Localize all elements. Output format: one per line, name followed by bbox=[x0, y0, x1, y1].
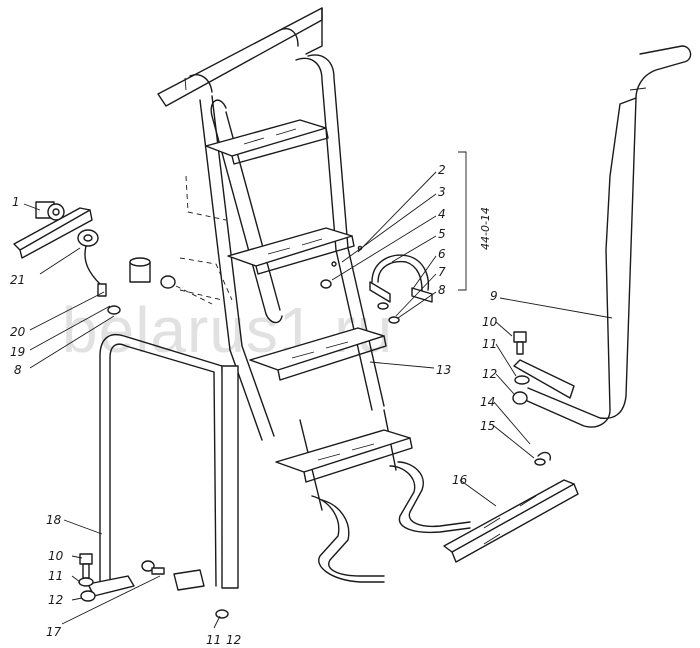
ladder-hardware bbox=[320, 245, 400, 324]
doc-ref-group: 44-0-14 bbox=[458, 151, 492, 291]
ladder-frame bbox=[189, 28, 397, 511]
callout-20: 20 bbox=[10, 325, 26, 339]
callout-11-left: 11 bbox=[48, 569, 63, 583]
callout-12-bottom: 12 bbox=[226, 633, 241, 647]
callout-10-left: 10 bbox=[48, 549, 64, 563]
callout-12-right: 12 bbox=[482, 367, 497, 381]
callout-7: 7 bbox=[438, 265, 446, 279]
mounting-bracket bbox=[157, 7, 323, 107]
bushing bbox=[107, 257, 176, 315]
callout-11-right: 11 bbox=[482, 337, 497, 351]
clamp bbox=[369, 254, 433, 303]
callout-8-right: 8 bbox=[438, 283, 446, 297]
callout-21: 21 bbox=[10, 273, 25, 287]
callout-9: 9 bbox=[490, 289, 498, 303]
right-fasteners bbox=[512, 331, 552, 466]
step-2 bbox=[227, 227, 355, 275]
hidden-line-bushing bbox=[175, 285, 213, 305]
ground-strap bbox=[77, 229, 107, 297]
ladder-steps bbox=[205, 119, 413, 483]
step-3 bbox=[249, 327, 387, 381]
step-1 bbox=[205, 119, 329, 165]
callouts: 1 2 3 4 5 6 7 8 13 9 10 11 12 14 15 16 2… bbox=[10, 163, 498, 647]
doc-ref: 44-0-14 bbox=[479, 207, 492, 250]
lamp-bracket bbox=[13, 201, 93, 259]
callout-10-right: 10 bbox=[482, 315, 498, 329]
callout-4: 4 bbox=[438, 207, 446, 221]
leader-lines bbox=[23, 171, 613, 629]
step-4 bbox=[275, 429, 413, 483]
left-handrail bbox=[87, 333, 239, 597]
callout-1: 1 bbox=[12, 195, 20, 209]
callout-15: 15 bbox=[480, 419, 495, 433]
callout-13: 13 bbox=[436, 363, 451, 377]
callout-8-left: 8 bbox=[14, 363, 22, 377]
callout-5: 5 bbox=[438, 227, 446, 241]
callout-6: 6 bbox=[438, 247, 446, 261]
callout-11-bottom: 11 bbox=[206, 633, 221, 647]
lower-step-tubes bbox=[311, 461, 471, 583]
callout-17: 17 bbox=[46, 625, 62, 639]
callout-2: 2 bbox=[438, 163, 446, 177]
left-fasteners bbox=[78, 553, 229, 619]
hidden-lines bbox=[179, 175, 233, 301]
callout-12-left: 12 bbox=[48, 593, 63, 607]
callout-16: 16 bbox=[452, 473, 468, 487]
callout-3: 3 bbox=[438, 185, 446, 199]
mounting-plate bbox=[443, 479, 579, 563]
callout-14: 14 bbox=[480, 395, 495, 409]
callout-19: 19 bbox=[10, 345, 25, 359]
right-handrail bbox=[513, 45, 692, 428]
callout-18: 18 bbox=[46, 513, 62, 527]
